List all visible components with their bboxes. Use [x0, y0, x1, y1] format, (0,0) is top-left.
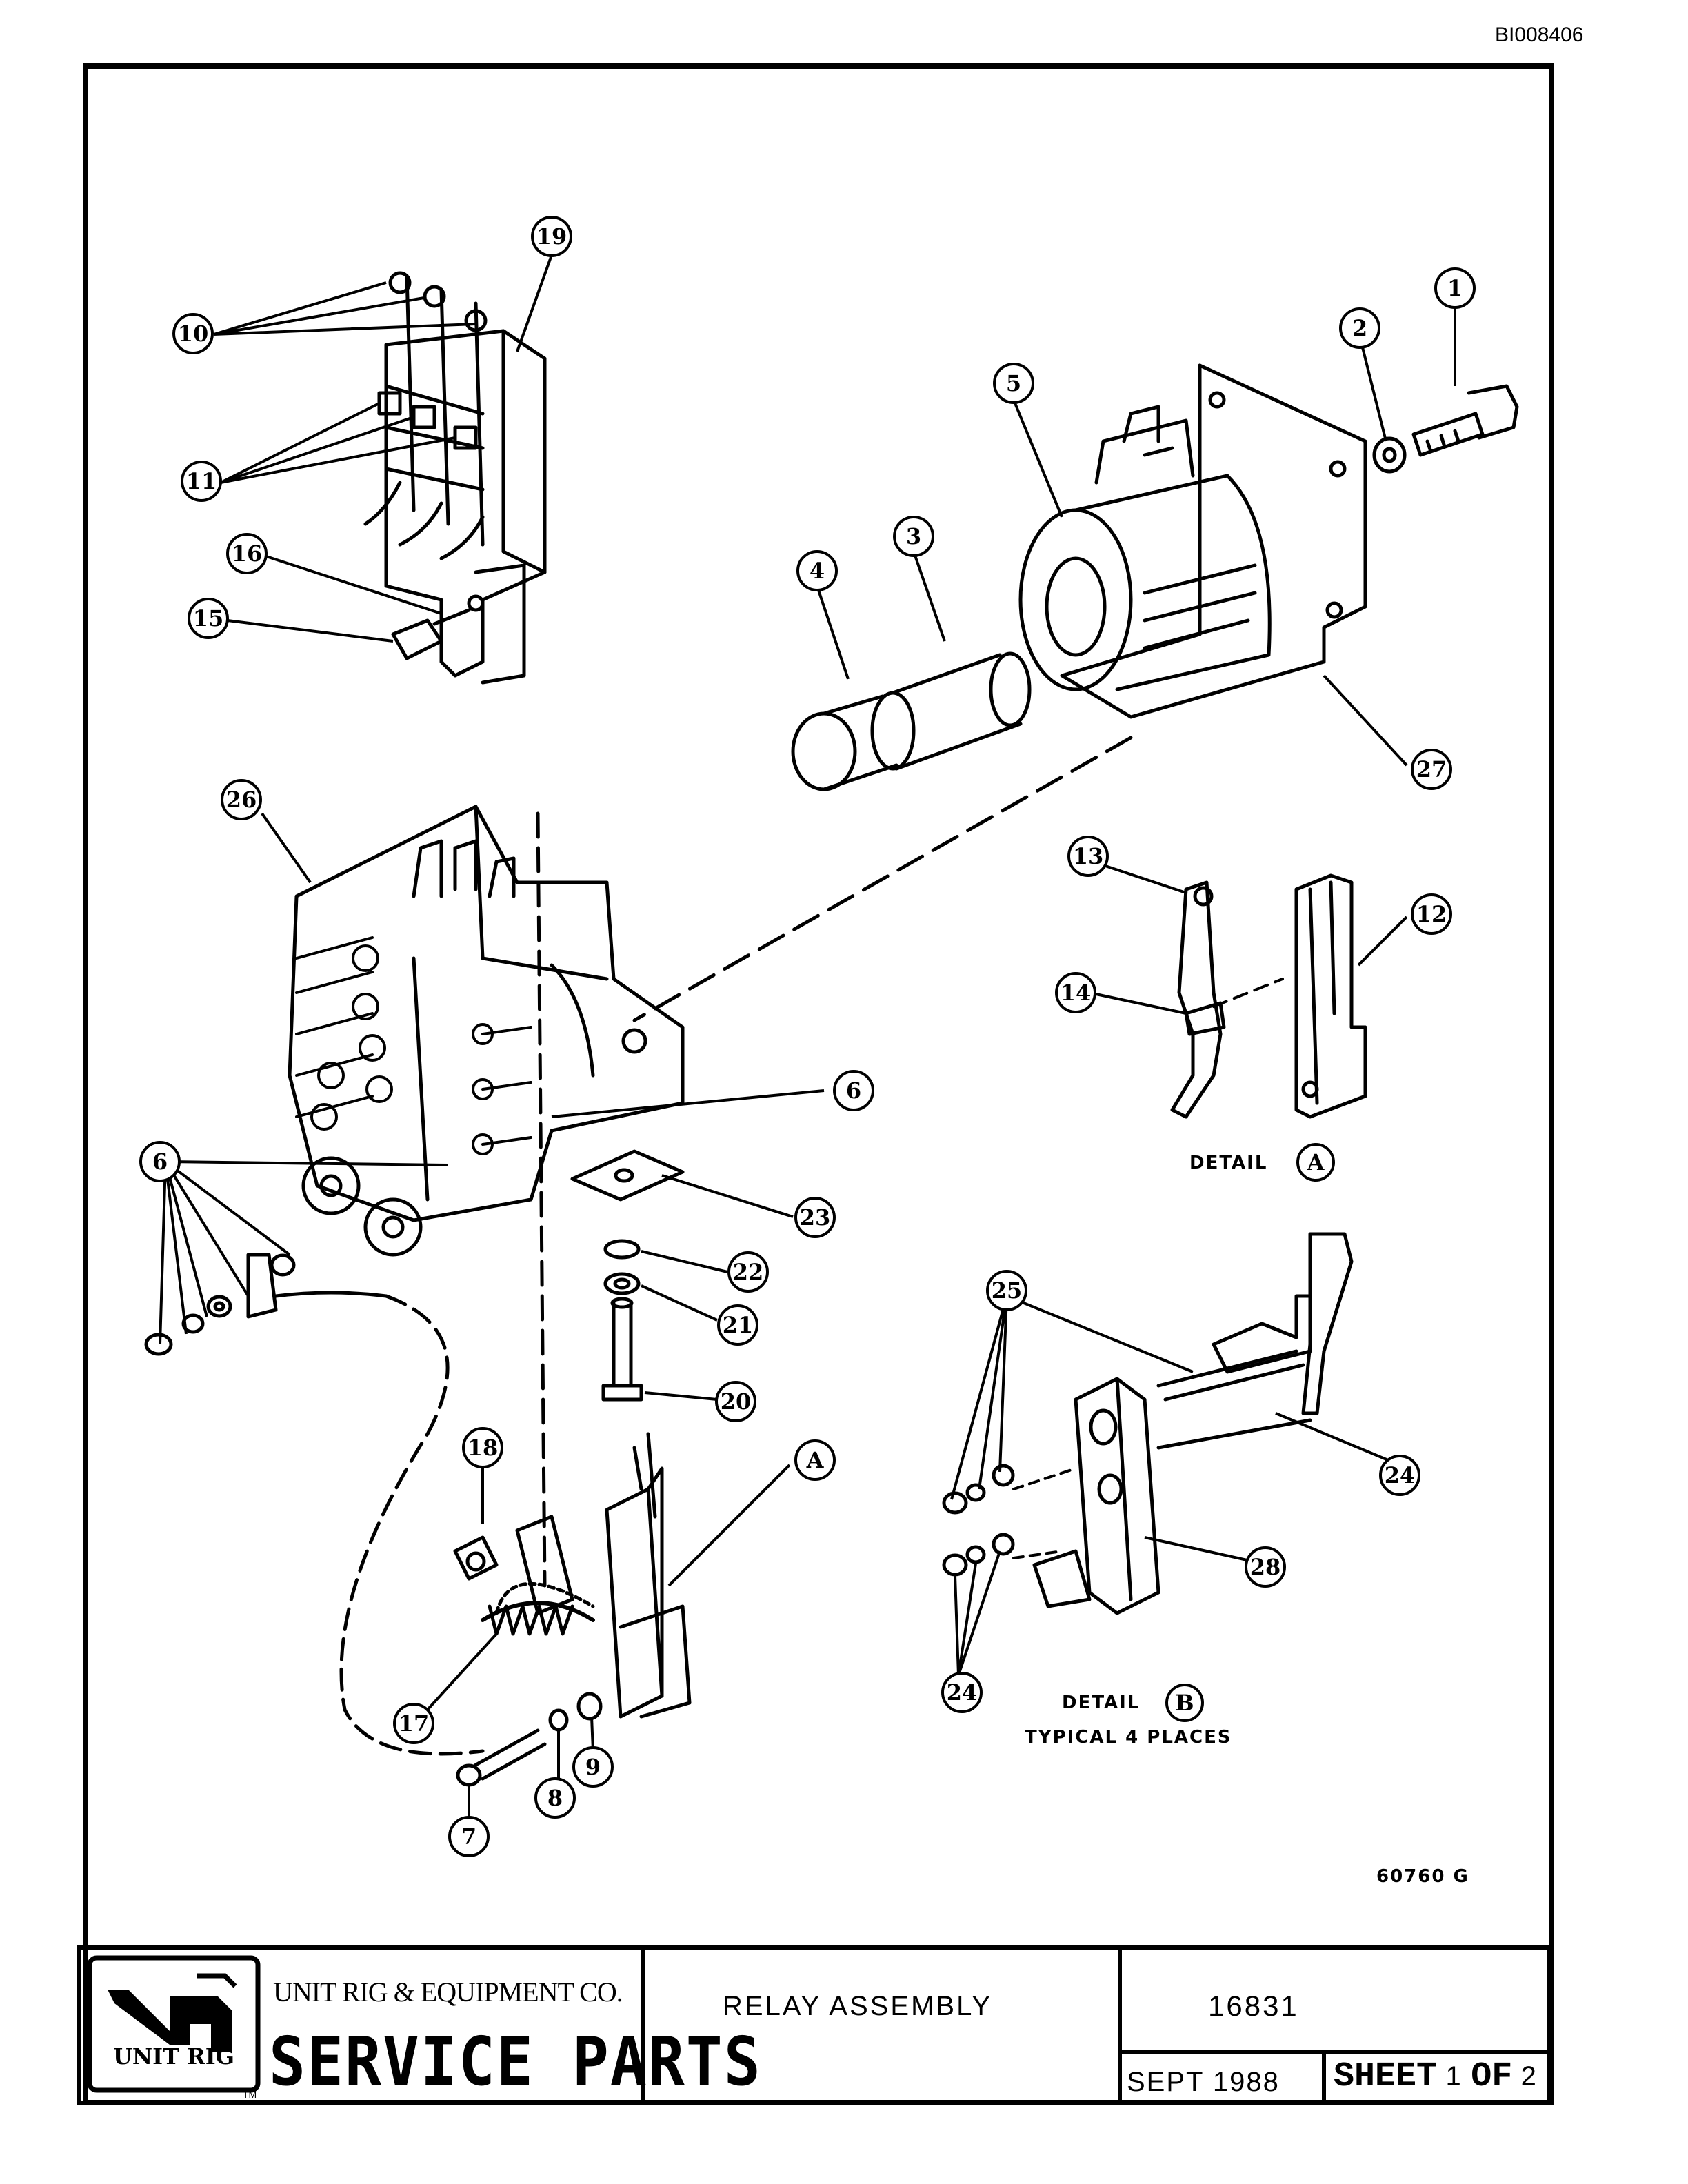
- callout-circle: [139, 1141, 181, 1182]
- callout-circle: [1067, 836, 1109, 877]
- callout-circle: [1339, 307, 1380, 349]
- callout-circle: [1434, 267, 1476, 309]
- title-block: UNIT RIG TM UNIT RIG & EQUIPMENT CO. SER…: [77, 1945, 1551, 2105]
- document-id: BI008406: [1495, 23, 1584, 46]
- detail-b-marker: B: [1175, 1690, 1194, 1716]
- logo-text: UNIT RIG: [113, 2043, 234, 2070]
- callout-18: 18: [468, 1435, 499, 1461]
- callout-10: 10: [178, 321, 209, 347]
- unit-rig-logo-icon: [87, 1955, 261, 2093]
- callout-8: 8: [547, 1785, 563, 1811]
- callout-circle: [1055, 972, 1096, 1013]
- callout-6-relay: 6: [846, 1078, 861, 1104]
- sheet-total: 2: [1520, 2061, 1538, 2092]
- callout-circle: [794, 1197, 836, 1238]
- callout-circle: [1411, 749, 1452, 790]
- callout-5: 5: [1006, 370, 1021, 396]
- callout-circle: [531, 216, 572, 257]
- callout-3: 3: [906, 523, 921, 549]
- callout-circle: [727, 1251, 769, 1293]
- exploded-parts-drawing: 1 2 3 4 5 6 6 7 8 9 10 11 12 13 14 15 16…: [139, 216, 1519, 1887]
- logo: [87, 1955, 261, 2093]
- detail-b-label: DETAIL: [1062, 1692, 1140, 1713]
- callout-circle: [993, 363, 1034, 404]
- callout-15: 15: [193, 605, 224, 631]
- callout-circle: [1379, 1455, 1420, 1496]
- callout-circle: [1411, 893, 1452, 935]
- callout-9: 9: [585, 1754, 601, 1780]
- lead-wire-drawing: [144, 1253, 485, 1756]
- sheet-indicator: SHEET 1 OF 2: [1334, 2057, 1538, 2096]
- callout-circle: [572, 1746, 614, 1788]
- bolt-drawing: [1372, 384, 1519, 474]
- callout-circle: [188, 598, 229, 639]
- callout-circle: [393, 1703, 434, 1744]
- callout-20: 20: [721, 1388, 752, 1415]
- callout-circle: [796, 550, 838, 592]
- callout-19: 19: [536, 223, 567, 250]
- callout-23: 23: [800, 1204, 831, 1231]
- plunger-drawing: [791, 651, 1032, 791]
- title-block-grid: [77, 1945, 1551, 2105]
- callout-24-nuts: 24: [947, 1679, 978, 1706]
- callout-4: 4: [810, 558, 825, 584]
- callout-circle: [833, 1070, 874, 1111]
- callout-1: 1: [1447, 275, 1463, 301]
- callout-21: 21: [723, 1312, 754, 1338]
- callout-12: 12: [1416, 901, 1447, 927]
- coil-assembly-drawing: [1018, 363, 1367, 719]
- callout-28: 28: [1250, 1554, 1281, 1580]
- sheet-number: 1: [1445, 2061, 1463, 2092]
- sheet-label: SHEET: [1334, 2057, 1438, 2096]
- part-number: 16831: [1208, 1990, 1299, 2022]
- callout-circle: [715, 1381, 756, 1422]
- callout-24-rod: 24: [1385, 1462, 1416, 1488]
- relay-frame-drawing: [288, 805, 685, 1257]
- trademark: TM: [243, 2089, 257, 2100]
- detail-a-marker: A: [1307, 1149, 1325, 1175]
- issue-date: SEPT 1988: [1127, 2067, 1280, 2097]
- callout-14: 14: [1061, 980, 1092, 1006]
- callout-circle: [181, 461, 222, 502]
- pin-washers-drawing: [601, 1239, 643, 1402]
- callout-circle: [717, 1304, 758, 1346]
- callout-circle: [221, 779, 262, 820]
- callout-2: 2: [1352, 315, 1367, 341]
- callout-13: 13: [1073, 843, 1104, 869]
- company-name: UNIT RIG & EQUIPMENT CO.: [273, 1976, 623, 2008]
- callout-circle: [534, 1777, 576, 1819]
- callout-27: 27: [1416, 756, 1447, 782]
- drawing-number: 60760 G: [1376, 1866, 1469, 1887]
- callout-circle: [941, 1672, 983, 1713]
- detail-a-drawing: [1170, 873, 1367, 1119]
- callout-circle: [1296, 1143, 1335, 1182]
- callout-circle: [448, 1816, 490, 1857]
- callout-17: 17: [399, 1710, 430, 1737]
- callout-25: 25: [992, 1277, 1023, 1304]
- callout-circle: [1165, 1684, 1204, 1722]
- service-parts-heading: SERVICE PARTS: [269, 2023, 762, 2101]
- contact-block-drawing: [363, 271, 547, 685]
- callout-circle: [893, 516, 934, 557]
- detail-a-label: DETAIL: [1189, 1153, 1267, 1173]
- detail-b-drawing: [942, 1232, 1354, 1615]
- callout-circle: [172, 313, 214, 354]
- callout-a: A: [806, 1447, 825, 1473]
- interlock-drawing: [453, 811, 692, 1787]
- callout-22: 22: [733, 1259, 764, 1285]
- sheet-of: OF: [1471, 2057, 1513, 2096]
- callout-11: 11: [186, 468, 217, 494]
- callout-6-hardware: 6: [152, 1149, 168, 1175]
- callout-circle: [986, 1270, 1027, 1311]
- callout-circle: [462, 1427, 503, 1468]
- drawing-title: RELAY ASSEMBLY: [723, 1991, 993, 2021]
- plate-drawing: [570, 1149, 685, 1202]
- callout-7: 7: [461, 1823, 476, 1850]
- callout-circle: [794, 1439, 836, 1481]
- callout-16: 16: [232, 540, 263, 567]
- callout-circle: [1245, 1546, 1286, 1588]
- detail-b-note: TYPICAL 4 PLACES: [1025, 1727, 1232, 1748]
- callout-26: 26: [226, 787, 257, 813]
- callout-circle: [226, 533, 268, 574]
